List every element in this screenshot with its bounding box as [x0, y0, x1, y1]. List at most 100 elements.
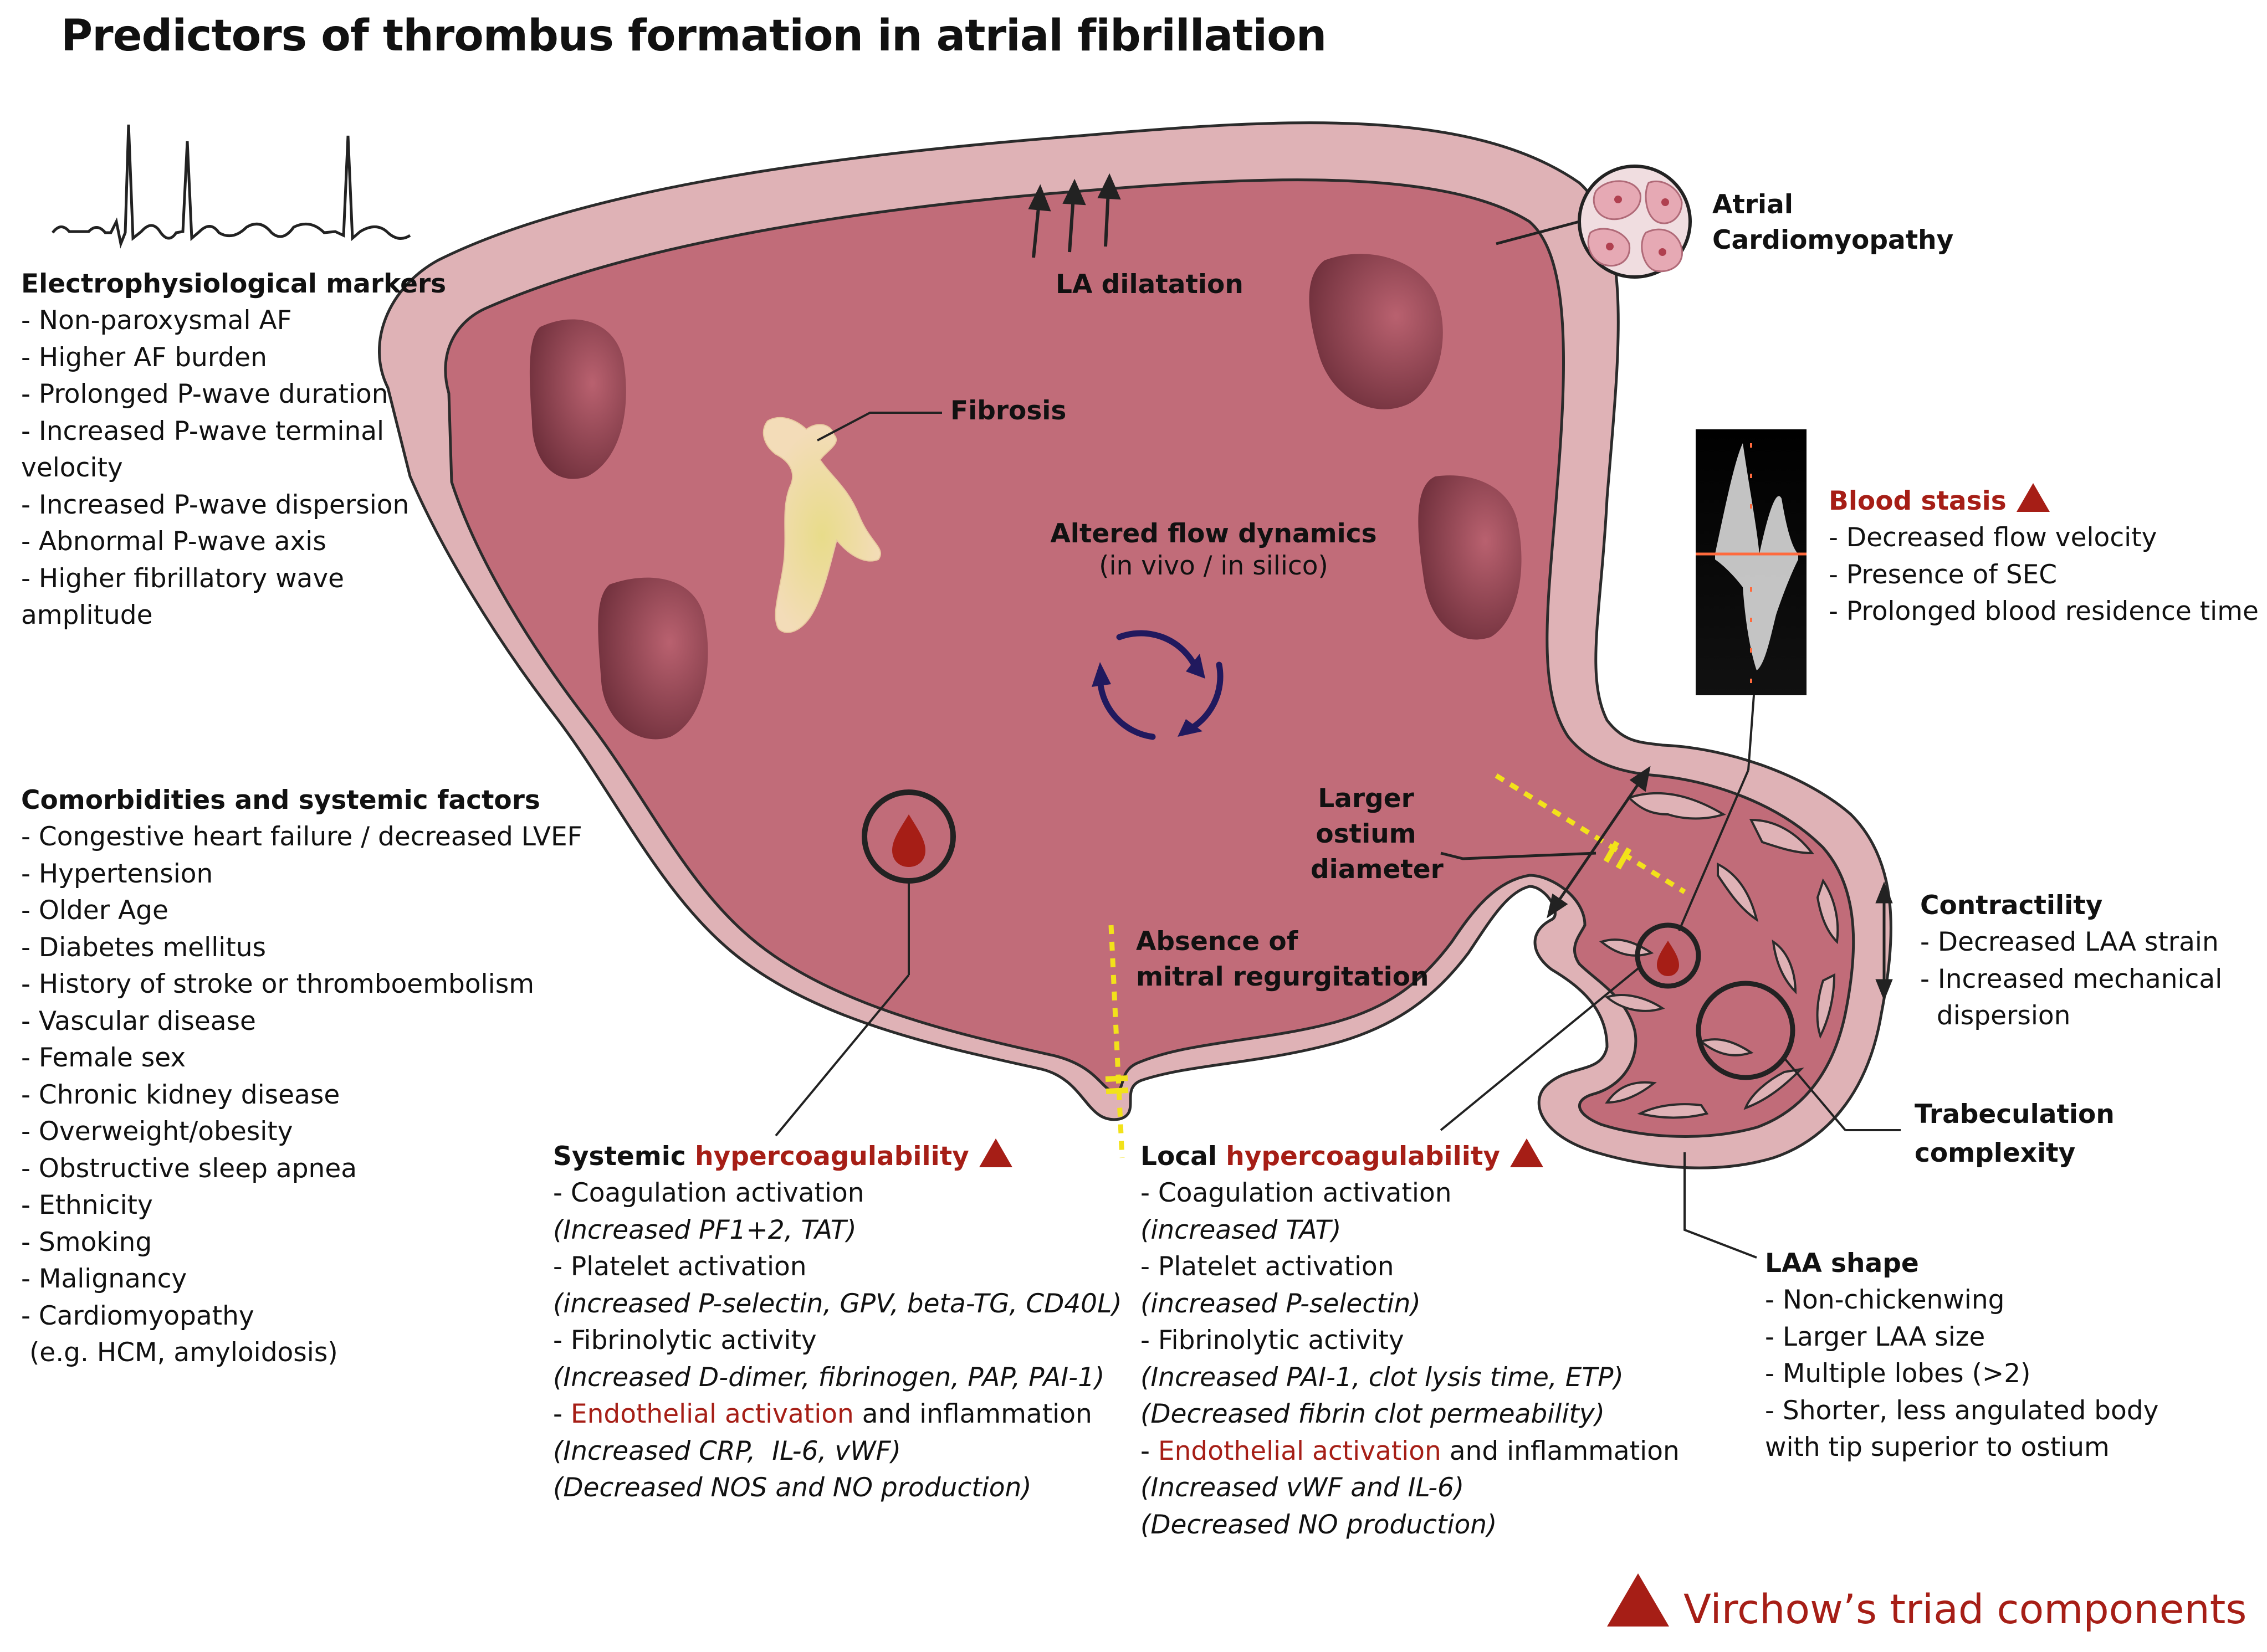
left-atrium-chamber [444, 178, 1855, 1138]
list-item-rest: and inflammation [853, 1399, 1092, 1429]
trabeculation-label: Trabeculation complexity [1915, 1095, 2115, 1173]
virchow-legend: Virchow’s triad components [1607, 1573, 2246, 1638]
endothelial-activation-text: Endothelial activation [1158, 1435, 1441, 1466]
list-item: - Vascular disease [21, 1005, 256, 1037]
trabeculation-icon [1696, 981, 1901, 1131]
mitral-line-2: mitral regurgitation [1136, 962, 1429, 992]
mitral-marker-2 [1106, 1087, 1129, 1094]
list-item: - Prolonged blood residence time [1829, 596, 2259, 627]
systemic-heading: Systemic hypercoagulability [553, 1138, 1122, 1175]
endothelial-activation-text: Endothelial activation [570, 1399, 854, 1429]
systemic-hypercoagulability-panel: Systemic hypercoagulability - Coagulatio… [553, 1138, 1122, 1507]
ostium-line-3: diameter [1311, 854, 1444, 885]
atrial-tissue-patch-4 [1418, 475, 1522, 640]
list-item: - Platelet activation [1140, 1251, 1394, 1282]
blood-stasis-heading: Blood stasis [1829, 483, 2259, 520]
list-item: (increased P-selectin) [1140, 1288, 1421, 1319]
trabeculation-line-1: Trabeculation [1915, 1099, 2115, 1130]
atrial-cardiomyopathy-line-1: Atrial [1712, 189, 1793, 220]
ostium-label: Larger ostium diameter [1311, 781, 1444, 887]
list-item: velocity [21, 453, 123, 483]
electrophysiology-heading: Electrophysiological markers [21, 269, 447, 299]
list-item: - Fibrinolytic activity [553, 1325, 817, 1356]
systemic-blood-icon [775, 789, 956, 1137]
list-item: - Higher AF burden [21, 342, 267, 373]
mitral-marker-1 [1105, 1075, 1128, 1082]
list-item: - Abnormal P-wave axis [21, 526, 326, 557]
list-item-rest: and inflammation [1441, 1435, 1680, 1466]
laa-shape-leader [1683, 1152, 1757, 1259]
systemic-heading-prefix: Systemic [553, 1141, 695, 1172]
page-title: Predictors of thrombus formation in atri… [61, 11, 1327, 61]
altered-flow-label: Altered flow dynamics (in vivo / in sili… [1047, 516, 1380, 584]
list-item: (Decreased NOS and NO production) [553, 1473, 1032, 1503]
systemic-heading-red: hypercoagulability [695, 1141, 969, 1172]
list-item: - Non-paroxysmal AF [21, 305, 292, 336]
list-item: - Cardiomyopathy [21, 1300, 254, 1331]
fibrosis-patch [763, 417, 882, 633]
mitral-label: Absence of mitral regurgitation [1136, 924, 1429, 995]
list-item: - Coagulation activation [553, 1178, 864, 1208]
list-item: - Prolonged P-wave duration [21, 379, 388, 409]
list-item: - Decreased LAA strain [1920, 927, 2219, 957]
virchow-triangle-icon [1509, 1138, 1543, 1167]
virchow-triangle-icon [1607, 1573, 1669, 1627]
list-item: (Decreased NO production) [1140, 1509, 1497, 1540]
list-item: (increased P-selectin, GPV, beta-TG, CD4… [553, 1288, 1122, 1319]
list-item: - Presence of SEC [1829, 559, 2058, 590]
list-item: - History of stroke or thromboembolism [21, 969, 534, 999]
atrial-cardiomyopathy-line-2: Cardiomyopathy [1712, 225, 1954, 255]
comorbidities-panel: Comorbidities and systemic factors - Con… [21, 782, 582, 1372]
list-item: (Increased CRP, IL-6, vWF) [553, 1435, 902, 1466]
ostium-line-1: Larger [1318, 783, 1414, 814]
fibrosis-label: Fibrosis [950, 396, 1067, 426]
local-blood-icon [1440, 922, 1701, 1131]
list-item: - Chronic kidney disease [21, 1079, 340, 1110]
atrial-tissue-patch-1 [529, 319, 626, 479]
comorbidities-heading: Comorbidities and systemic factors [21, 785, 540, 815]
list-dash: - [553, 1399, 571, 1429]
local-heading-red: hypercoagulability [1226, 1141, 1500, 1172]
ostium-marker-1 [1603, 840, 1620, 863]
list-item: amplitude [21, 600, 153, 630]
list-item: - Platelet activation [553, 1251, 807, 1282]
list-item: with tip superior to ostium [1765, 1432, 2110, 1463]
electrophysiology-panel: Electrophysiological markers - Non-parox… [21, 266, 446, 634]
fibrosis-leader [817, 412, 942, 442]
list-item: - Larger LAA size [1765, 1321, 1985, 1352]
atrial-cardiomyopathy-label: Atrial Cardiomyopathy [1712, 187, 1953, 258]
list-item: - Malignancy [21, 1264, 187, 1294]
ostium-dashed-line [1495, 773, 1686, 894]
list-item: - Smoking [21, 1227, 152, 1258]
list-item: - Diabetes mellitus [21, 932, 267, 963]
mitral-dashed-line [1108, 925, 1125, 1158]
legend-text: Virchow’s triad components [1683, 1586, 2247, 1633]
cardiomyocyte-icon [1496, 165, 1692, 279]
ecg-trace-icon [52, 124, 411, 249]
list-item: - Higher fibrillatory wave [21, 563, 345, 594]
list-item: (increased TAT) [1140, 1214, 1342, 1245]
contractility-arrow [1875, 881, 1893, 1001]
list-item: - Fibrinolytic activity [1140, 1325, 1404, 1356]
list-item: (e.g. HCM, amyloidosis) [21, 1337, 338, 1368]
list-item: (Increased PAI-1, clot lysis time, ETP) [1140, 1362, 1624, 1393]
list-item: - Endothelial activation and inflammatio… [1140, 1433, 1680, 1470]
list-item: - Obstructive sleep apnea [21, 1153, 357, 1184]
la-dilatation-label: LA dilatation [1056, 269, 1243, 300]
list-item: - Coagulation activation [1140, 1178, 1452, 1208]
list-item: - Shorter, less angulated body [1765, 1395, 2159, 1426]
list-item: - Ethnicity [21, 1190, 153, 1220]
ostium-marker-2 [1615, 847, 1632, 870]
local-heading: Local hypercoagulability [1140, 1138, 1680, 1175]
blood-stasis-panel: Blood stasis - Decreased flow velocity -… [1829, 483, 2259, 630]
local-hypercoagulability-panel: Local hypercoagulability - Coagulation a… [1140, 1138, 1680, 1543]
virchow-triangle-icon [2016, 483, 2050, 512]
blood-stasis-heading-text: Blood stasis [1829, 486, 2007, 516]
atrial-tissue-patch-2 [598, 577, 708, 740]
list-dash: - [1140, 1435, 1158, 1466]
list-item: - Hypertension [21, 858, 213, 889]
virchow-triangle-icon [979, 1138, 1012, 1167]
list-item: - Congestive heart failure / decreased L… [21, 822, 582, 852]
